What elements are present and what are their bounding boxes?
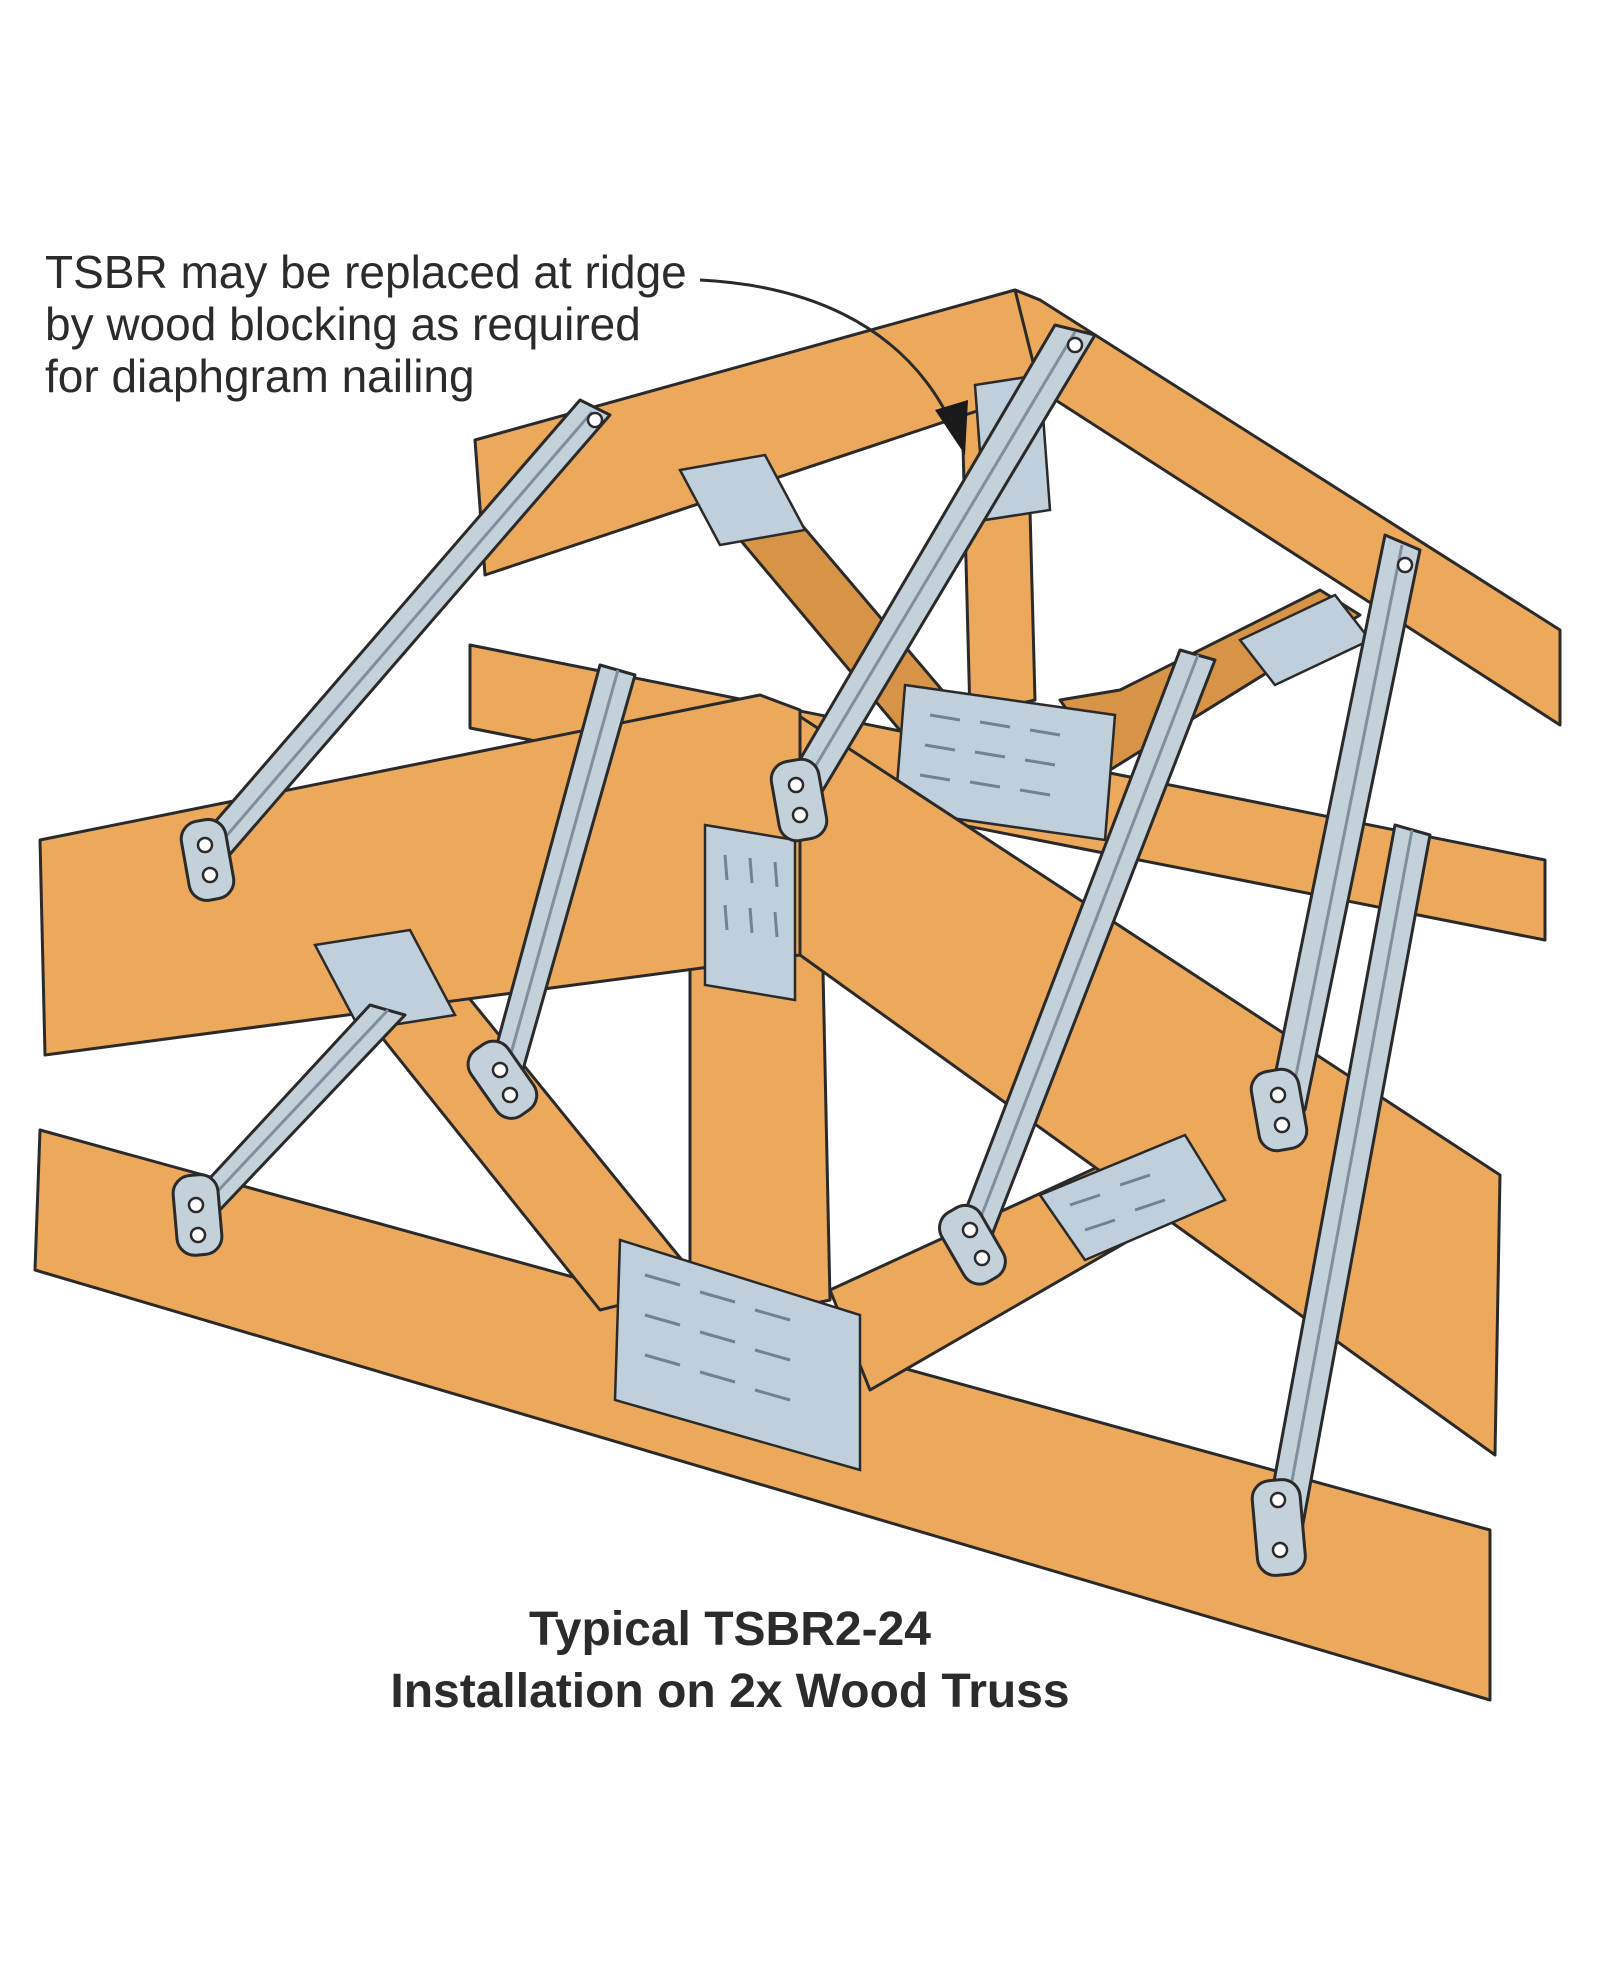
back-center-plate <box>893 683 1117 842</box>
note-line-2: by wood blocking as required <box>45 298 641 350</box>
strap-center-web <box>466 663 637 1120</box>
strap-left-lower <box>171 1003 407 1257</box>
strap-right-bottom <box>1250 823 1432 1577</box>
caption-line-1: Typical TSBR2-24 <box>529 1603 931 1656</box>
strap-right-web <box>938 648 1217 1286</box>
front-left-web-plate <box>313 928 457 1032</box>
back-upper-web-plate <box>678 453 807 547</box>
strap-left-upper <box>179 398 612 902</box>
plate-teeth <box>644 713 1166 1402</box>
tsbr-straps <box>171 323 1432 1577</box>
note-line-3: for diaphgram nailing <box>45 350 475 402</box>
note-line-1: TSBR may be replaced at ridge <box>45 246 687 298</box>
caption: Typical TSBR2-24 Installation on 2x Wood… <box>390 1603 1069 1718</box>
leader-arrow <box>699 278 968 455</box>
strap-right-top <box>1249 533 1422 1153</box>
caption-line-2: Installation on 2x Wood Truss <box>390 1665 1069 1718</box>
ridge-note: TSBR may be replaced at ridge by wood bl… <box>45 246 687 402</box>
strap-ridge <box>769 323 1097 843</box>
front-heel-plate <box>613 1238 862 1472</box>
